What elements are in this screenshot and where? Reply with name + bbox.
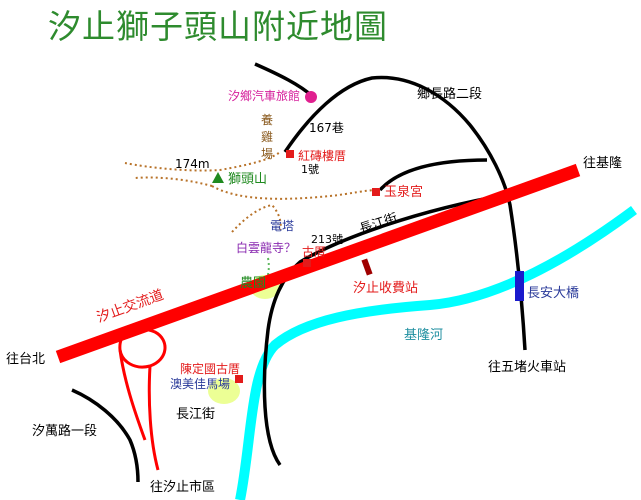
- peak-label: 獅頭山: [228, 172, 268, 187]
- changan-bridge-label: 長安大橋: [527, 286, 580, 301]
- tower-label: 電塔: [270, 219, 295, 233]
- chen-house-marker: [235, 375, 243, 383]
- red-brick-house-label: 紅磚樓厝: [298, 149, 347, 163]
- farm-label: 農園: [240, 276, 267, 291]
- chen-house-label: 陳定國古厝: [180, 362, 241, 376]
- no-213-label: 213號: [311, 233, 343, 246]
- trail-south: [231, 203, 282, 233]
- red-brick-house-marker: [286, 150, 294, 158]
- to-xizhi-city-label: 往汐止市區: [150, 480, 216, 495]
- hotel-label: 汐鄉汽車旅館: [228, 89, 301, 103]
- baiyun-temple-label: 白雲龍寺？: [236, 241, 297, 255]
- old-house-label: 古厝: [302, 245, 327, 259]
- changjiang-st-lower-label: 長江街: [176, 407, 216, 422]
- trail-peak-west: [134, 176, 213, 187]
- peak-marker: [212, 172, 224, 183]
- trails: [124, 151, 379, 233]
- trail-upper: [124, 151, 281, 172]
- no-1-label: 1號: [301, 163, 319, 176]
- toll-station-marker: [361, 258, 373, 276]
- road-xiwan-label: 汐萬路一段: [32, 424, 98, 439]
- keelung-river-label: 基隆河: [404, 328, 444, 343]
- highway: [55, 163, 581, 471]
- yuquan-temple-marker: [372, 188, 380, 196]
- hotel-marker: [305, 91, 317, 103]
- interchange-ramp-a: [118, 349, 147, 441]
- keelung-river: [235, 205, 637, 500]
- to-keelung-label: 往基隆: [583, 156, 623, 171]
- road-xiwan: [71, 388, 140, 483]
- yuquan-temple-label: 玉泉宮: [384, 185, 424, 200]
- road-yuquan: [378, 158, 488, 192]
- to-taipei-label: 往台北: [6, 352, 46, 367]
- to-wudu-station-label: 往五堵火車站: [488, 360, 567, 375]
- interchange-loop: [118, 327, 167, 369]
- old-house-marker: [303, 259, 311, 267]
- horse-farm-highlight: [208, 378, 240, 404]
- elevation-label: 174m: [175, 157, 210, 171]
- interchange-ramp-b: [147, 365, 160, 471]
- road-xiangzhang-label: 鄉長路二段: [417, 87, 483, 102]
- highway-main: [55, 163, 581, 364]
- horse-farm-label: 澳美佳馬場: [170, 377, 231, 391]
- trail-peak-east: [211, 185, 379, 200]
- lane-167-label: 167巷: [309, 121, 344, 135]
- training-farm-label: 養雞場: [260, 113, 273, 161]
- toll-station-label: 汐止收費站: [353, 281, 419, 296]
- bridge-marker: [515, 271, 524, 301]
- map-title: 汐止獅子頭山附近地圖: [48, 7, 388, 46]
- road-xiangzhang: [283, 75, 527, 351]
